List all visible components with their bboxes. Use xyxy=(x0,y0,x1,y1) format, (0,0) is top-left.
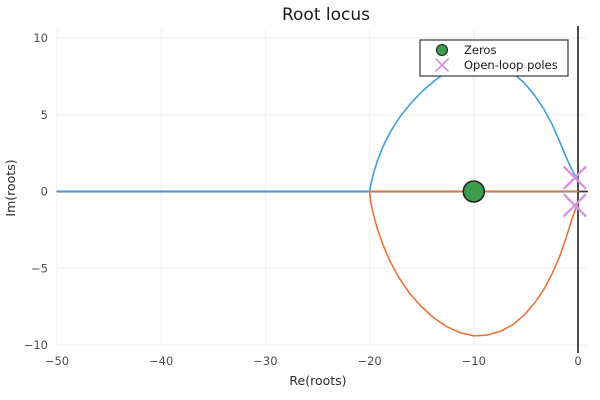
y-tick-label: 5 xyxy=(41,108,48,122)
y-tick-label: −10 xyxy=(24,338,48,352)
x-axis-label: Re(roots) xyxy=(289,373,346,388)
x-tick-label: −40 xyxy=(149,354,173,368)
x-axis-ticks: −50 −40 −30 −20 −10 0 xyxy=(45,354,582,368)
legend-zero-icon xyxy=(435,43,449,57)
legend-pole-icon xyxy=(435,58,449,72)
chart-title: Root locus xyxy=(282,5,370,25)
y-tick-label: 10 xyxy=(33,31,48,45)
y-tick-label: 0 xyxy=(41,185,48,199)
y-tick-label: −5 xyxy=(31,261,48,275)
legend-label: Zeros xyxy=(464,43,496,57)
x-tick-label: −20 xyxy=(357,354,381,368)
pole-marker xyxy=(563,165,587,190)
x-tick-label: −30 xyxy=(253,354,277,368)
y-axis-ticks: 10 5 0 −5 −10 xyxy=(24,31,48,352)
zero-marker xyxy=(462,180,486,203)
y-axis-label: Im(roots) xyxy=(3,159,18,216)
legend-label: Open-loop poles xyxy=(464,58,558,72)
x-tick-label: −50 xyxy=(45,354,69,368)
x-tick-label: −10 xyxy=(462,354,486,368)
locus-branch xyxy=(368,190,579,337)
x-tick-label: 0 xyxy=(574,354,581,368)
pole-marker xyxy=(563,193,587,218)
pole-zero-markers xyxy=(462,165,587,218)
